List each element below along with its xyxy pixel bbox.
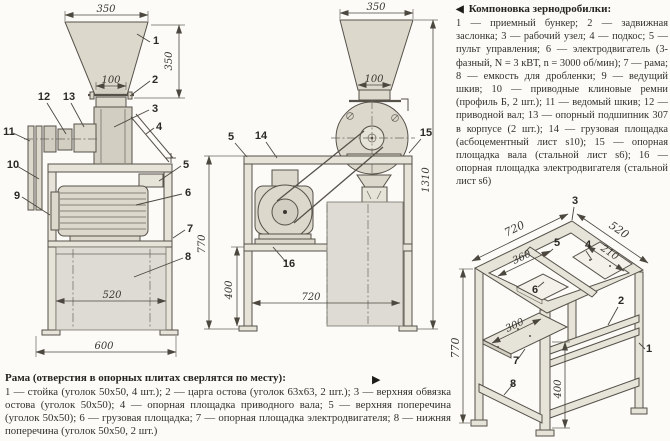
callout-control-panel: 5	[228, 131, 234, 143]
callout-motor: 6	[185, 187, 191, 199]
callout-lower-crossbar: 8	[510, 378, 516, 390]
dim-frame-height: 770	[197, 234, 208, 254]
iso-tsarga-rails	[549, 314, 640, 368]
side-motor	[254, 169, 316, 245]
frame-iso-drawing: 720 520 360 210 300 770 400	[449, 195, 652, 437]
frame-legend-body: 1 — стойка (уголок 50х50, 4 шт.); 2 — ца…	[5, 386, 451, 437]
callout-top-band: 3	[572, 195, 578, 207]
callout-shaft-platform: 15	[420, 127, 432, 139]
triangle-right-icon: ▶	[372, 374, 381, 386]
side-dim-depth: 720	[251, 292, 401, 306]
iso-lower-rails	[478, 377, 640, 424]
front-view-drawing: 350 350 100	[3, 4, 193, 357]
callout-leg: 1	[646, 343, 652, 355]
side-dim-lower-height: 400	[224, 246, 244, 327]
assembly-legend-body: 1 — приемный бункер; 2 — задвижная засло…	[456, 18, 668, 188]
front-drive-assembly	[24, 123, 98, 211]
side-hopper	[339, 19, 414, 111]
assembly-legend-title: Компоновка зернодробилки:	[468, 3, 612, 15]
callout-gate: 2	[152, 74, 158, 86]
frame-legend: Рама (отверстия в опорных плитах сверлят…	[5, 372, 451, 438]
front-dim-inner-width: 520	[55, 290, 167, 304]
iso-dim-height: 770	[449, 268, 473, 424]
dim-lower-height: 400	[224, 280, 235, 301]
assembly-legend-title-row: ◀ Компоновка зернодробилки:	[456, 3, 668, 16]
assembly-legend: ◀ Компоновка зернодробилки: 1 — приемный…	[456, 3, 668, 189]
dim-lower-height: 400	[553, 379, 564, 400]
side-crusher-housing	[331, 100, 415, 178]
iso-callout-leaders	[503, 206, 646, 396]
callout-container: 8	[185, 251, 191, 263]
callout-belts: 10	[7, 159, 19, 171]
callout-hopper: 1	[153, 35, 159, 47]
front-dim-hopper-width: 350	[64, 4, 149, 21]
side-dim-frame-height: 770	[197, 155, 244, 330]
dim-base-width: 600	[94, 341, 114, 352]
callout-top-crossbar: 5	[554, 237, 560, 249]
dim-inner-width: 520	[102, 290, 122, 301]
dim-total-height: 1310	[421, 167, 432, 193]
side-dim-neck: 100	[357, 74, 392, 88]
front-dim-neck: 100	[95, 75, 127, 90]
dim-hopper-height: 350	[164, 51, 175, 71]
dim-height: 770	[449, 338, 462, 359]
callout-drive-pulley: 9	[14, 190, 20, 202]
dim-hopper-width: 350	[366, 2, 386, 13]
dim-neck: 100	[364, 74, 384, 85]
side-belts	[276, 130, 384, 224]
callout-shaft-plate: 4	[585, 239, 592, 251]
front-container	[55, 246, 167, 331]
side-dim-hopper-width: 350	[339, 2, 414, 19]
side-container	[326, 201, 404, 327]
side-view-drawing: 350 100	[197, 2, 438, 332]
callout-drive-shaft: 12	[38, 91, 50, 103]
callout-frame: 7	[187, 223, 193, 235]
iso-dim-lower-height: 400	[552, 341, 570, 429]
front-frame	[41, 163, 179, 336]
side-callout-leaders	[234, 138, 422, 263]
side-dim-total-height: 1310	[414, 19, 438, 330]
callout-working-unit: 3	[152, 103, 158, 115]
frame-legend-title: Рама (отверстия в опорных плитах сверлят…	[5, 372, 286, 384]
callout-motor-platform: 16	[283, 258, 295, 270]
callout-control-panel: 5	[183, 159, 189, 171]
callout-brace: 4	[156, 121, 163, 133]
front-motor	[50, 185, 149, 242]
front-control-panel	[138, 173, 164, 188]
callout-driven-pulley: 11	[3, 126, 15, 138]
callout-load-platform: 14	[255, 130, 268, 142]
callout-tsarga: 2	[618, 295, 624, 307]
front-dim-base-width: 600	[35, 336, 177, 357]
front-working-unit	[93, 106, 133, 166]
dim-neck: 100	[101, 75, 121, 86]
callout-bearing: 13	[63, 91, 75, 103]
front-callout-leaders	[12, 33, 186, 278]
dim-depth: 720	[301, 292, 321, 303]
dim-hopper-width: 350	[96, 4, 116, 15]
callout-load-plate: 6	[532, 284, 538, 296]
triangle-left-icon: ◀	[456, 4, 464, 15]
front-brace	[130, 113, 176, 163]
callout-motor-plate: 7	[513, 355, 519, 367]
side-discharge-chute	[356, 174, 392, 205]
front-dim-hopper-height: 350	[134, 24, 185, 99]
dim-top-width: 520	[607, 219, 632, 242]
front-hopper	[64, 21, 149, 108]
